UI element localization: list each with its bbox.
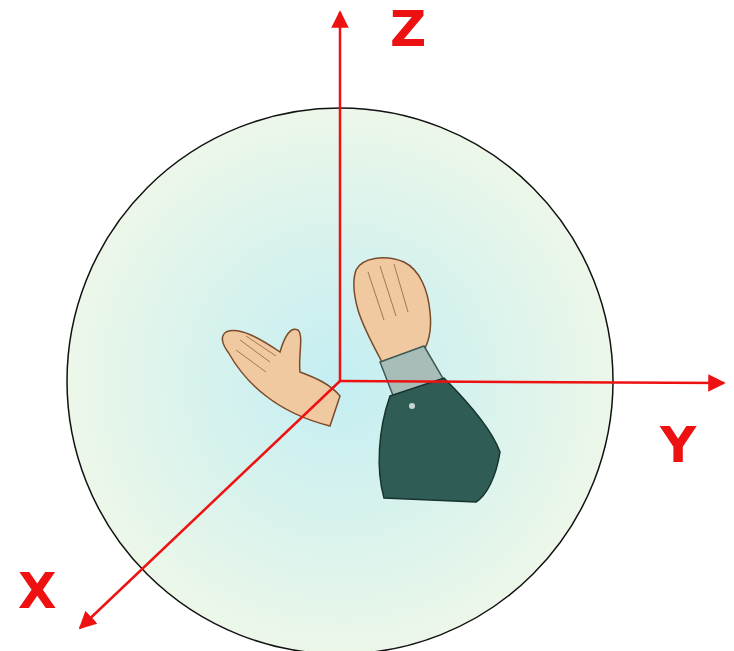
y-axis (340, 381, 724, 383)
axis-label: X (18, 566, 57, 616)
sleeve (379, 378, 500, 502)
left-hand (222, 329, 340, 426)
axis-label: Z (390, 4, 426, 54)
finger-lines (368, 264, 408, 320)
finger-lines (236, 336, 276, 372)
axis-label: Y (660, 420, 696, 470)
z-axis (339, 12, 342, 381)
axes (80, 12, 724, 628)
x-axis (80, 381, 340, 628)
cuff-button (409, 403, 415, 409)
